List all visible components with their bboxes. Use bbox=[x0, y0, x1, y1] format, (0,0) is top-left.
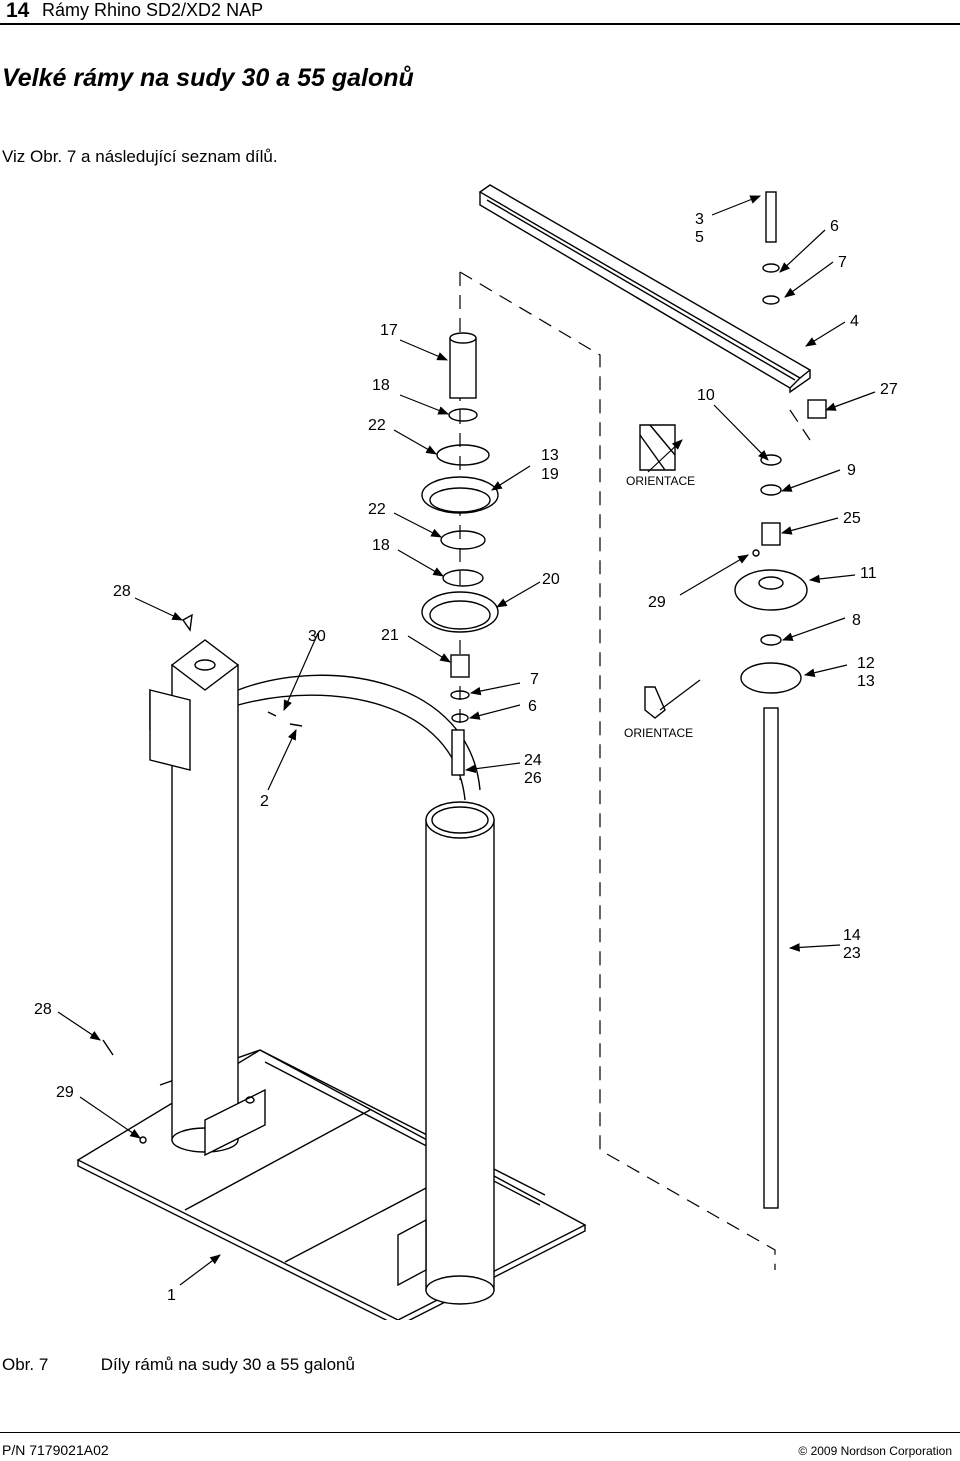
callout-9: 9 bbox=[847, 462, 856, 479]
left-post bbox=[149, 639, 266, 1157]
callout-18-top: 18 bbox=[372, 377, 390, 394]
manual-title: Rámy Rhino SD2/XD2 NAP bbox=[42, 0, 264, 20]
callout-22-bottom: 22 bbox=[368, 501, 386, 518]
callout-28-bottom: 28 bbox=[34, 1001, 52, 1018]
callout-13-top: 13 bbox=[541, 447, 559, 464]
callout-26: 26 bbox=[524, 770, 542, 787]
callout-13-bottom: 13 bbox=[857, 673, 875, 690]
callout-24: 24 bbox=[524, 752, 542, 769]
callout-29-top: 29 bbox=[648, 594, 666, 611]
section-title: Velké rámy na sudy 30 a 55 galonů bbox=[2, 64, 414, 92]
exploded-parts-figure: 3 5 6 7 4 17 18 10 27 22 13 19 9 22 25 1… bbox=[0, 170, 960, 1320]
callout-23: 23 bbox=[843, 945, 861, 962]
callout-22-top: 22 bbox=[368, 417, 386, 434]
callout-6-bottom: 6 bbox=[528, 698, 537, 715]
page-number: 14 bbox=[6, 0, 30, 22]
callout-4: 4 bbox=[850, 313, 859, 330]
callout-21: 21 bbox=[381, 627, 399, 644]
section-intro: Viz Obr. 7 a následující seznam dílů. bbox=[2, 147, 278, 166]
callout-19: 19 bbox=[541, 466, 559, 483]
copyright: © 2009 Nordson Corporation bbox=[798, 1444, 952, 1458]
orientation-label-top: ORIENTACE bbox=[626, 474, 695, 488]
parts-drawing: 3 5 6 7 4 17 18 10 27 22 13 19 9 22 25 1… bbox=[34, 184, 898, 1320]
page-header: 14 Rámy Rhino SD2/XD2 NAP bbox=[0, 0, 960, 26]
connecting-arch bbox=[237, 674, 481, 801]
base-plate bbox=[76, 1049, 587, 1320]
callout-7-top: 7 bbox=[838, 254, 847, 271]
right-column bbox=[397, 801, 495, 1305]
callout-25: 25 bbox=[843, 510, 861, 527]
footer-rule bbox=[0, 1432, 960, 1433]
figure-caption-text: Díly rámů na sudy 30 a 55 galonů bbox=[100, 1355, 355, 1374]
callout-labels: 3 5 6 7 4 17 18 10 27 22 13 19 9 22 25 1… bbox=[34, 211, 898, 1304]
callout-6-top: 6 bbox=[830, 218, 839, 235]
figure-caption: Obr. 7 Díly rámů na sudy 30 a 55 galonů bbox=[2, 1355, 355, 1375]
orientation-label-bottom: ORIENTACE bbox=[624, 726, 693, 740]
callout-18-bottom: 18 bbox=[372, 537, 390, 554]
callout-1: 1 bbox=[167, 1287, 176, 1304]
callout-11: 11 bbox=[860, 565, 877, 582]
callout-28-top: 28 bbox=[113, 583, 131, 600]
callout-29-bottom: 29 bbox=[56, 1084, 74, 1101]
callout-12: 12 bbox=[857, 655, 875, 672]
center-parts-stack bbox=[421, 332, 499, 776]
phantom-outline bbox=[459, 271, 811, 1270]
page-footer: P/N 7179021A02 © 2009 Nordson Corporatio… bbox=[0, 1432, 960, 1461]
header-rule bbox=[0, 23, 960, 25]
callout-3: 3 bbox=[695, 211, 704, 228]
leader-arrows bbox=[57, 195, 876, 1286]
callout-30: 30 bbox=[308, 628, 326, 645]
callout-27: 27 bbox=[880, 381, 898, 398]
part-number: P/N 7179021A02 bbox=[2, 1442, 109, 1458]
top-crossbeam bbox=[478, 184, 812, 394]
callout-14: 14 bbox=[843, 927, 861, 944]
callout-20: 20 bbox=[542, 571, 560, 588]
callout-17: 17 bbox=[380, 322, 398, 339]
orientation-symbol-bottom bbox=[644, 686, 666, 719]
callout-10: 10 bbox=[697, 387, 715, 404]
callout-2: 2 bbox=[260, 793, 269, 810]
callout-8: 8 bbox=[852, 612, 861, 629]
callout-5: 5 bbox=[695, 229, 704, 246]
figure-number: Obr. 7 bbox=[2, 1355, 49, 1374]
callout-7-bottom: 7 bbox=[530, 671, 539, 688]
small-fittings bbox=[102, 549, 760, 1144]
